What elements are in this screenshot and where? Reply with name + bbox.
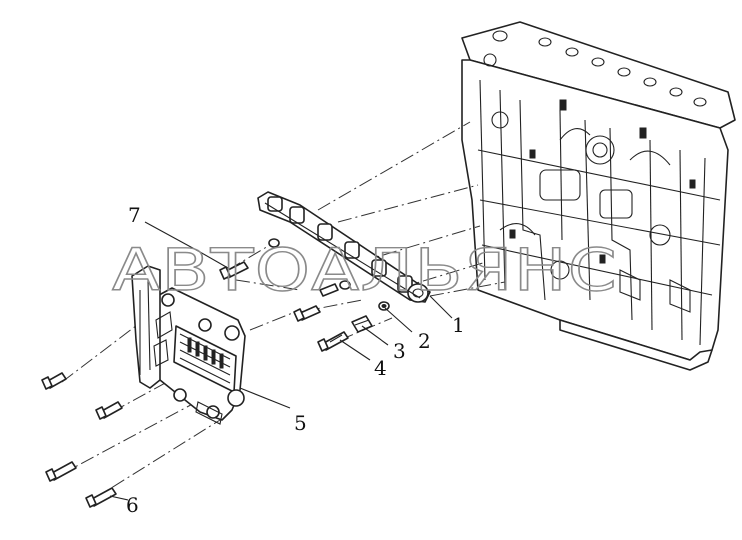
callout-6: 6 <box>126 493 139 517</box>
engine-control-unit <box>131 265 246 425</box>
short-bolt <box>293 305 321 322</box>
engine-block <box>461 21 736 371</box>
watermark-text: АВТОАЛЬЯНС <box>112 236 618 304</box>
callout-4: 4 <box>374 356 387 380</box>
callout-5: 5 <box>294 411 307 435</box>
ecu-mounting-bolts <box>41 372 123 508</box>
callout-7: 7 <box>128 203 141 227</box>
clamp-bolt-7 <box>219 238 351 297</box>
callout-3: 3 <box>393 339 406 363</box>
hex-bolt <box>317 331 349 352</box>
connector-fitting <box>351 315 373 333</box>
fuel-rail <box>257 191 431 303</box>
callout-2: 2 <box>418 329 431 353</box>
leader-lines <box>109 221 453 501</box>
assembly-centerlines <box>59 121 506 501</box>
seal-ring <box>378 301 390 311</box>
callout-1: 1 <box>452 313 465 337</box>
callout-labels: 1 2 3 4 5 6 7 <box>126 203 465 517</box>
